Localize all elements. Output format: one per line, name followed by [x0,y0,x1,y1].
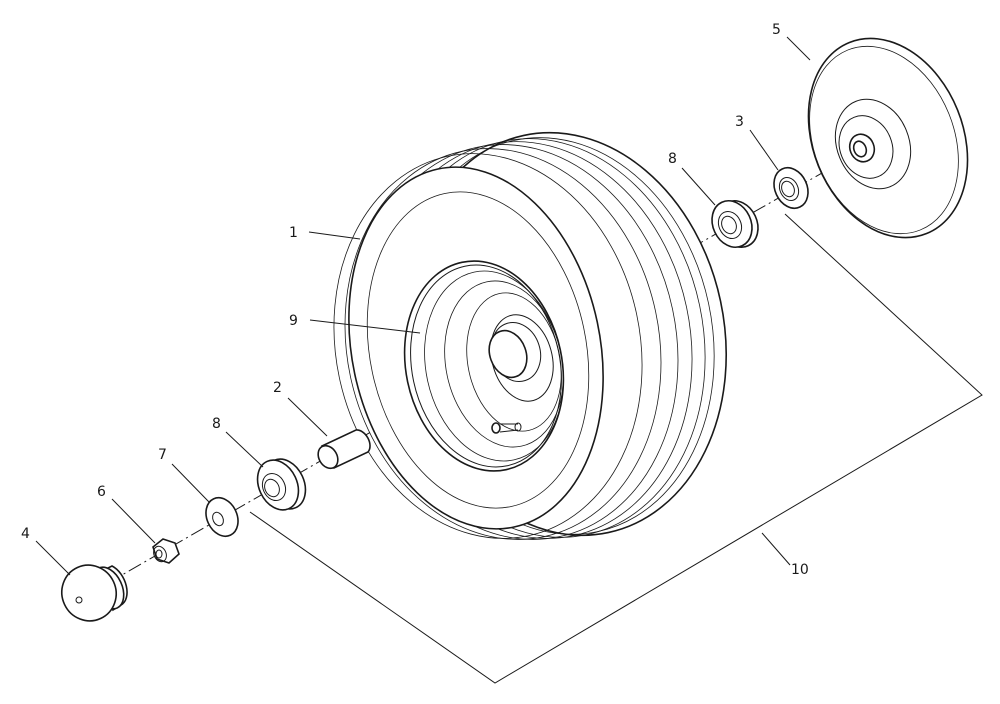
callout-9: 9 [289,313,298,329]
callout-7: 7 [158,447,167,463]
bearing-lower [256,458,307,511]
hub-cover [807,37,969,239]
callout-6: 6 [97,484,106,500]
callout-5: 5 [772,22,781,38]
callout-3: 3 [735,114,744,130]
callout-1: 1 [289,225,298,241]
nut [152,538,180,564]
callout-8-upper: 8 [668,151,677,167]
spacer-tube [317,429,371,470]
assembly-bracket [249,213,983,684]
callout-labels: 1 2 3 4 5 6 7 8 8 9 10 [21,22,809,578]
end-cap [61,564,128,622]
bearing-upper [711,200,759,248]
callout-10: 10 [791,562,809,578]
washer-3 [773,167,809,209]
callout-8-lower: 8 [212,416,221,432]
callout-2: 2 [273,380,282,396]
rim [403,260,565,472]
washer-7 [205,496,239,538]
leader-lines [35,36,811,576]
callout-4: 4 [21,526,30,542]
